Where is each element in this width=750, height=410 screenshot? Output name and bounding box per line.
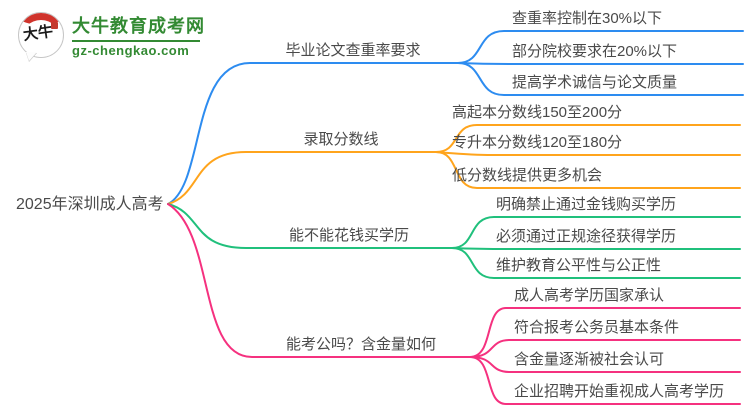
branch-4-label: 能考公吗？含金量如何 [285,336,436,353]
branch-2-child-3-line [435,151,741,189]
branch-3-label: 能不能花钱买学历 [288,227,409,244]
logo-divider [72,40,200,42]
branch-3-child-2-line [451,247,741,250]
site-logo: 大牛 大牛教育成考网 gz-chengkao.com [18,12,205,61]
branch-4-child-3-line [469,356,741,373]
branch-2-child-2: 专升本分数线120至180分 [452,134,623,151]
branch-2-label: 录取分数线 [303,131,379,148]
branch-1-connector [167,62,459,205]
branch-4-child-2: 符合报考公务员基本条件 [514,319,680,336]
branch-3-child-3-line [451,247,741,279]
branch-1-child-1: 查重率控制在30%以下 [512,10,663,27]
branch-3-child-3: 维护教育公平性与公正性 [496,257,662,274]
branch-3-connector [167,203,453,249]
branch-3-child-1-line [451,216,741,249]
branch-4-child-4: 企业招聘开始重视成人高考学历 [514,383,725,400]
branch-2-child-1-line [435,124,741,153]
branch-4-child-1-line [469,307,741,358]
branch-4-connector [167,203,471,358]
logo-domain: gz-chengkao.com [72,43,190,58]
branch-1-child-1-line [457,30,744,64]
branch-3-child-2: 必须通过正规途径获得学历 [496,228,677,245]
logo-speech-tail [26,52,37,61]
branch-2-connector [167,151,437,205]
daniu-logo-icon: 大牛 [18,12,64,58]
branch-4-child-3: 含金量逐渐被社会认可 [514,351,665,368]
branch-1-child-2-line [457,62,744,65]
branch-4-child-1: 成人高考学历国家承认 [514,287,665,304]
branch-1-label: 毕业论文查重率要求 [285,42,421,59]
root-node: 2025年深圳成人高考 [16,196,164,213]
branch-4-child-4-line [469,356,741,405]
branch-1-child-3-line [457,62,744,96]
logo-text-block: 大牛教育成考网 gz-chengkao.com [72,12,205,58]
logo-seal-icon [51,22,58,29]
branch-1-child-2: 部分院校要求在20%以下 [512,43,678,60]
branch-1-child-3: 提高学术诚信与论文质量 [512,74,678,91]
logo-title: 大牛教育成考网 [72,16,205,36]
branch-2-child-1: 高起本分数线150至200分 [452,104,623,121]
branch-3-child-1: 明确禁止通过金钱购买学历 [496,196,677,213]
branch-2-child-3: 低分数线提供更多机会 [452,167,603,184]
branch-4-child-2-line [469,339,741,358]
